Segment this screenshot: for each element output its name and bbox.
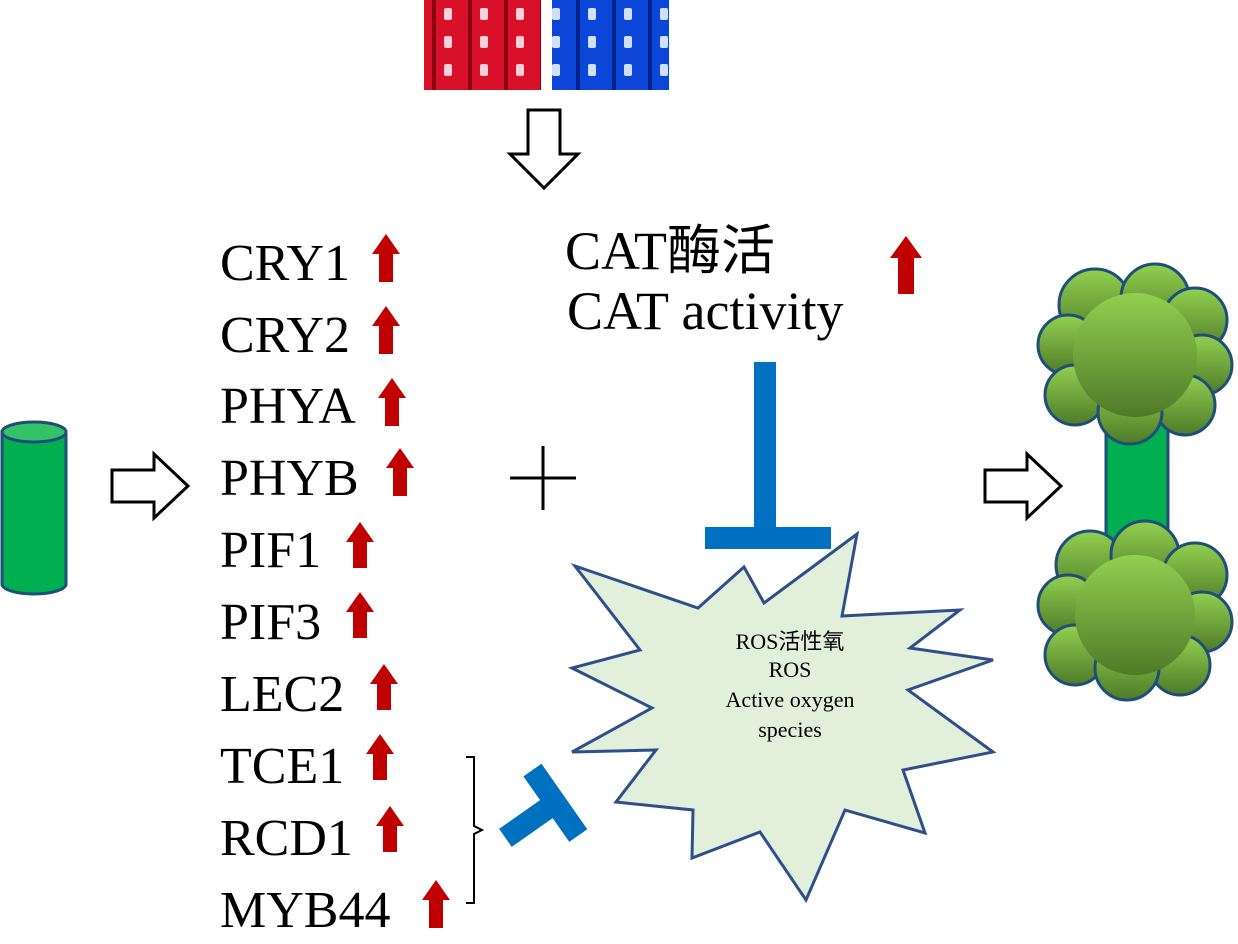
up-arrow-icon bbox=[386, 448, 414, 496]
up-arrow-icon bbox=[372, 306, 400, 354]
hollow-arrow-right-icon bbox=[110, 450, 191, 522]
ros-label-en-1: Active oxygen bbox=[725, 687, 855, 712]
lower-foliage bbox=[1036, 519, 1234, 702]
plus-icon bbox=[510, 446, 576, 510]
gene-label-myb44: MYB44 bbox=[220, 882, 391, 939]
up-arrow-icon bbox=[890, 236, 922, 294]
ros-label-en-2: species bbox=[758, 717, 822, 742]
hollow-arrow-right-icon bbox=[983, 450, 1064, 522]
burst-star-icon bbox=[567, 530, 997, 904]
gene-label-pif1: PIF1 bbox=[220, 522, 322, 579]
cat-label-en: CAT activity bbox=[567, 281, 844, 341]
gene-up-arrows bbox=[346, 234, 450, 928]
gene-label-cry2: CRY2 bbox=[220, 307, 351, 364]
blue-led-strip-icon bbox=[552, 0, 669, 90]
gene-label-tce1: TCE1 bbox=[220, 738, 345, 795]
up-arrow-icon bbox=[346, 522, 374, 568]
up-arrow-icon bbox=[346, 592, 374, 638]
up-arrow-icon bbox=[378, 378, 406, 426]
gene-label-rcd1: RCD1 bbox=[220, 810, 353, 867]
inhibition-t-icon bbox=[499, 763, 588, 847]
cylinder-explant-icon bbox=[0, 420, 68, 596]
up-arrow-icon bbox=[422, 880, 450, 928]
up-arrow-icon bbox=[370, 664, 398, 710]
gene-label-cry1: CRY1 bbox=[220, 235, 351, 292]
hollow-arrow-down-icon bbox=[506, 108, 582, 191]
plantlet-icon bbox=[1036, 262, 1234, 702]
up-arrow-icon bbox=[376, 806, 404, 852]
up-arrow-icon bbox=[372, 234, 400, 282]
ros-label-cn: ROS活性氧 bbox=[735, 629, 845, 654]
bracket bbox=[466, 756, 485, 904]
ros-label-abbr: ROS bbox=[768, 657, 812, 682]
red-led-strip-icon bbox=[424, 0, 541, 90]
gene-label-phyb: PHYB bbox=[220, 450, 359, 507]
upper-foliage bbox=[1036, 262, 1234, 446]
gene-label-pif3: PIF3 bbox=[220, 594, 322, 651]
inhibition-t-icon bbox=[705, 362, 831, 549]
gene-label-lec2: LEC2 bbox=[220, 666, 345, 723]
gene-label-phya: PHYA bbox=[220, 378, 356, 435]
up-arrow-icon bbox=[366, 734, 394, 780]
cat-label-cn: CAT酶活 bbox=[565, 221, 776, 281]
